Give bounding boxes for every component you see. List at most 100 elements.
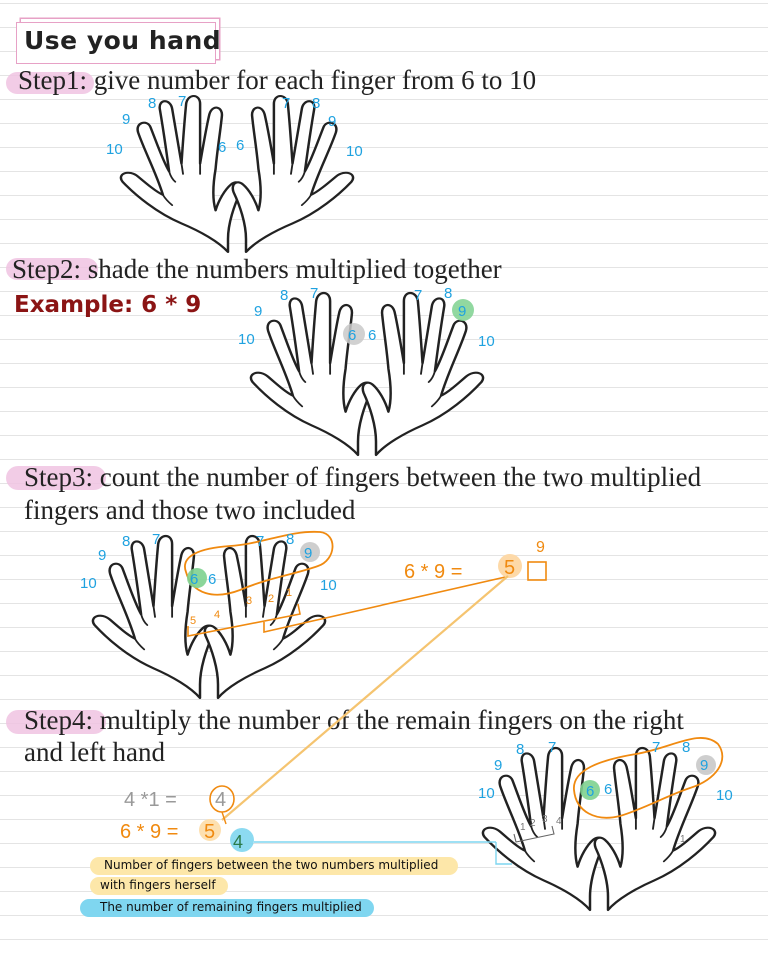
s1-num-10-right: 10 [346, 143, 363, 160]
step2-body: shade the numbers multiplied together [81, 254, 502, 284]
s2-num-7-left: 7 [310, 285, 318, 302]
s1-num-9-left: 9 [122, 111, 130, 128]
s3-num-8-right: 8 [286, 531, 294, 548]
s4-num-7-left: 7 [548, 739, 556, 756]
step4-line2: and left hand [24, 737, 165, 767]
s3-equation: 6 * 9 = [404, 561, 462, 583]
step4-calculation: 4 *1 = 4 6 * 9 = 5 4 [120, 785, 496, 852]
s3-num-9-left: 9 [98, 547, 106, 564]
s1-num-8-left: 8 [148, 95, 156, 112]
example-label: Example: 6 * 9 [14, 292, 202, 318]
s4-ones-highlight [230, 828, 254, 852]
s4-group-loop [573, 737, 724, 819]
s4-num-9-left: 9 [494, 757, 502, 774]
s4-remain-4: 4 [556, 816, 562, 827]
title-box [16, 22, 216, 64]
s1-num-6-right: 6 [236, 137, 244, 154]
s4-remain-right-1: 1 [680, 834, 686, 845]
s4-num-6-left: 6 [586, 783, 594, 800]
s4-final-tens: 5 [204, 821, 215, 843]
step3-highlight [6, 466, 106, 490]
s4-remaining-result: 4 [215, 789, 226, 811]
step1-hands: 10 9 8 7 6 6 7 8 9 10 [106, 93, 363, 254]
s3-count-3: 3 [246, 595, 252, 607]
s3-count-4: 4 [214, 609, 220, 621]
s3-num-7-right: 7 [256, 533, 264, 550]
step3-hands: 10 9 8 7 6 6 7 8 9 10 5 4 3 2 1 6 * 9 = … [80, 530, 547, 700]
s3-num-9-right: 9 [304, 545, 312, 562]
s4-final-expr: 6 * 9 = [120, 821, 178, 843]
s1-num-7-left: 7 [178, 93, 186, 110]
s4-remain-1: 1 [520, 822, 526, 833]
s3-shade-9 [300, 542, 320, 562]
s2-num-8-left: 8 [280, 287, 288, 304]
s3-count-2: 2 [268, 593, 274, 605]
s3-arrow-line [263, 575, 511, 634]
step1-body: : give number for each finger from 6 to … [79, 65, 537, 95]
s4-num-7-right: 7 [652, 739, 660, 756]
s2-shade-9 [452, 299, 474, 321]
s2-num-9-right: 9 [458, 303, 466, 320]
s1-num-10-left: 10 [106, 141, 123, 158]
s3-num-8-left: 8 [122, 533, 130, 550]
s4-link-arrow [221, 811, 227, 825]
legend-yellow-bar-1 [90, 857, 458, 875]
s3-count-5: 5 [190, 615, 196, 627]
step2-hands: 10 9 8 7 6 6 7 8 9 10 [238, 285, 495, 457]
s2-num-6-left: 6 [348, 327, 356, 344]
s3-ones-box [527, 561, 547, 581]
s4-remaining-expr: 4 *1 = [124, 789, 177, 811]
s4-remain-3: 3 [542, 814, 548, 825]
s2-num-9-left: 9 [254, 303, 262, 320]
s1-num-6-left: 6 [218, 139, 226, 156]
s3-num-10-right: 10 [320, 577, 337, 594]
s2-num-8-right: 8 [444, 285, 452, 302]
s3-count-bracket [187, 603, 301, 637]
s4-shade-9 [696, 755, 716, 775]
step4-body: multiply the number of the remain finger… [93, 705, 684, 735]
step4-highlight [6, 710, 106, 734]
s4-blue-corner [495, 842, 512, 865]
step1-label: Step1 [18, 65, 80, 95]
page-title: Use you hand [24, 26, 222, 55]
s1-num-8-right: 8 [312, 95, 320, 112]
s3-count-1: 1 [286, 587, 292, 599]
s2-num-10-left: 10 [238, 331, 255, 348]
step2-highlight [6, 258, 98, 280]
s4-remain-2: 2 [530, 818, 536, 829]
legend-blue-bar [80, 899, 374, 917]
s2-num-10-right: 10 [478, 333, 495, 350]
s4-remain-bracket [513, 825, 555, 843]
s4-num-8-right: 8 [682, 739, 690, 756]
s3-num-6-left: 6 [190, 571, 198, 588]
s3-num-10-left: 10 [80, 575, 97, 592]
tens-connector-line [221, 575, 509, 821]
s4-final-ones: 4 [233, 832, 243, 852]
s4-num-8-left: 8 [516, 741, 524, 758]
s4-num-10-right: 10 [716, 787, 733, 804]
legend-yellow-line1: Number of fingers between the two number… [104, 858, 439, 872]
s3-num-6-right: 6 [208, 571, 216, 588]
step2-label: Step2: [12, 254, 82, 284]
step2-text: Step2: shade the numbers multiplied toge… [12, 253, 502, 285]
s2-num-6-right: 6 [368, 327, 376, 344]
s3-num-7-left: 7 [152, 531, 160, 548]
step3-label: Step3: [24, 462, 94, 492]
s3-ones-hint: 9 [536, 539, 545, 556]
step4-label: Step4: [24, 705, 94, 735]
s3-shade-6 [187, 568, 207, 588]
step3-line2: fingers and those two included [24, 495, 356, 525]
legend-blue-text: The number of remaining fingers multipli… [100, 900, 362, 914]
s4-num-10-left: 10 [478, 785, 495, 802]
step4-hands: 10 9 8 7 6 6 7 8 9 10 1 2 3 4 1 [478, 737, 733, 912]
s2-shade-6 [343, 323, 365, 345]
step3-body: count the number of fingers between the … [93, 462, 702, 492]
s3-group-loop [184, 530, 334, 596]
s1-num-7-right: 7 [282, 95, 290, 112]
s4-tens-highlight [199, 819, 221, 841]
s3-tens-highlight [498, 554, 522, 578]
step4-line1: Step4: multiply the number of the remain… [24, 704, 684, 736]
s4-num-6-right: 6 [604, 781, 612, 798]
legend-yellow-line2: with fingers herself [100, 878, 216, 892]
